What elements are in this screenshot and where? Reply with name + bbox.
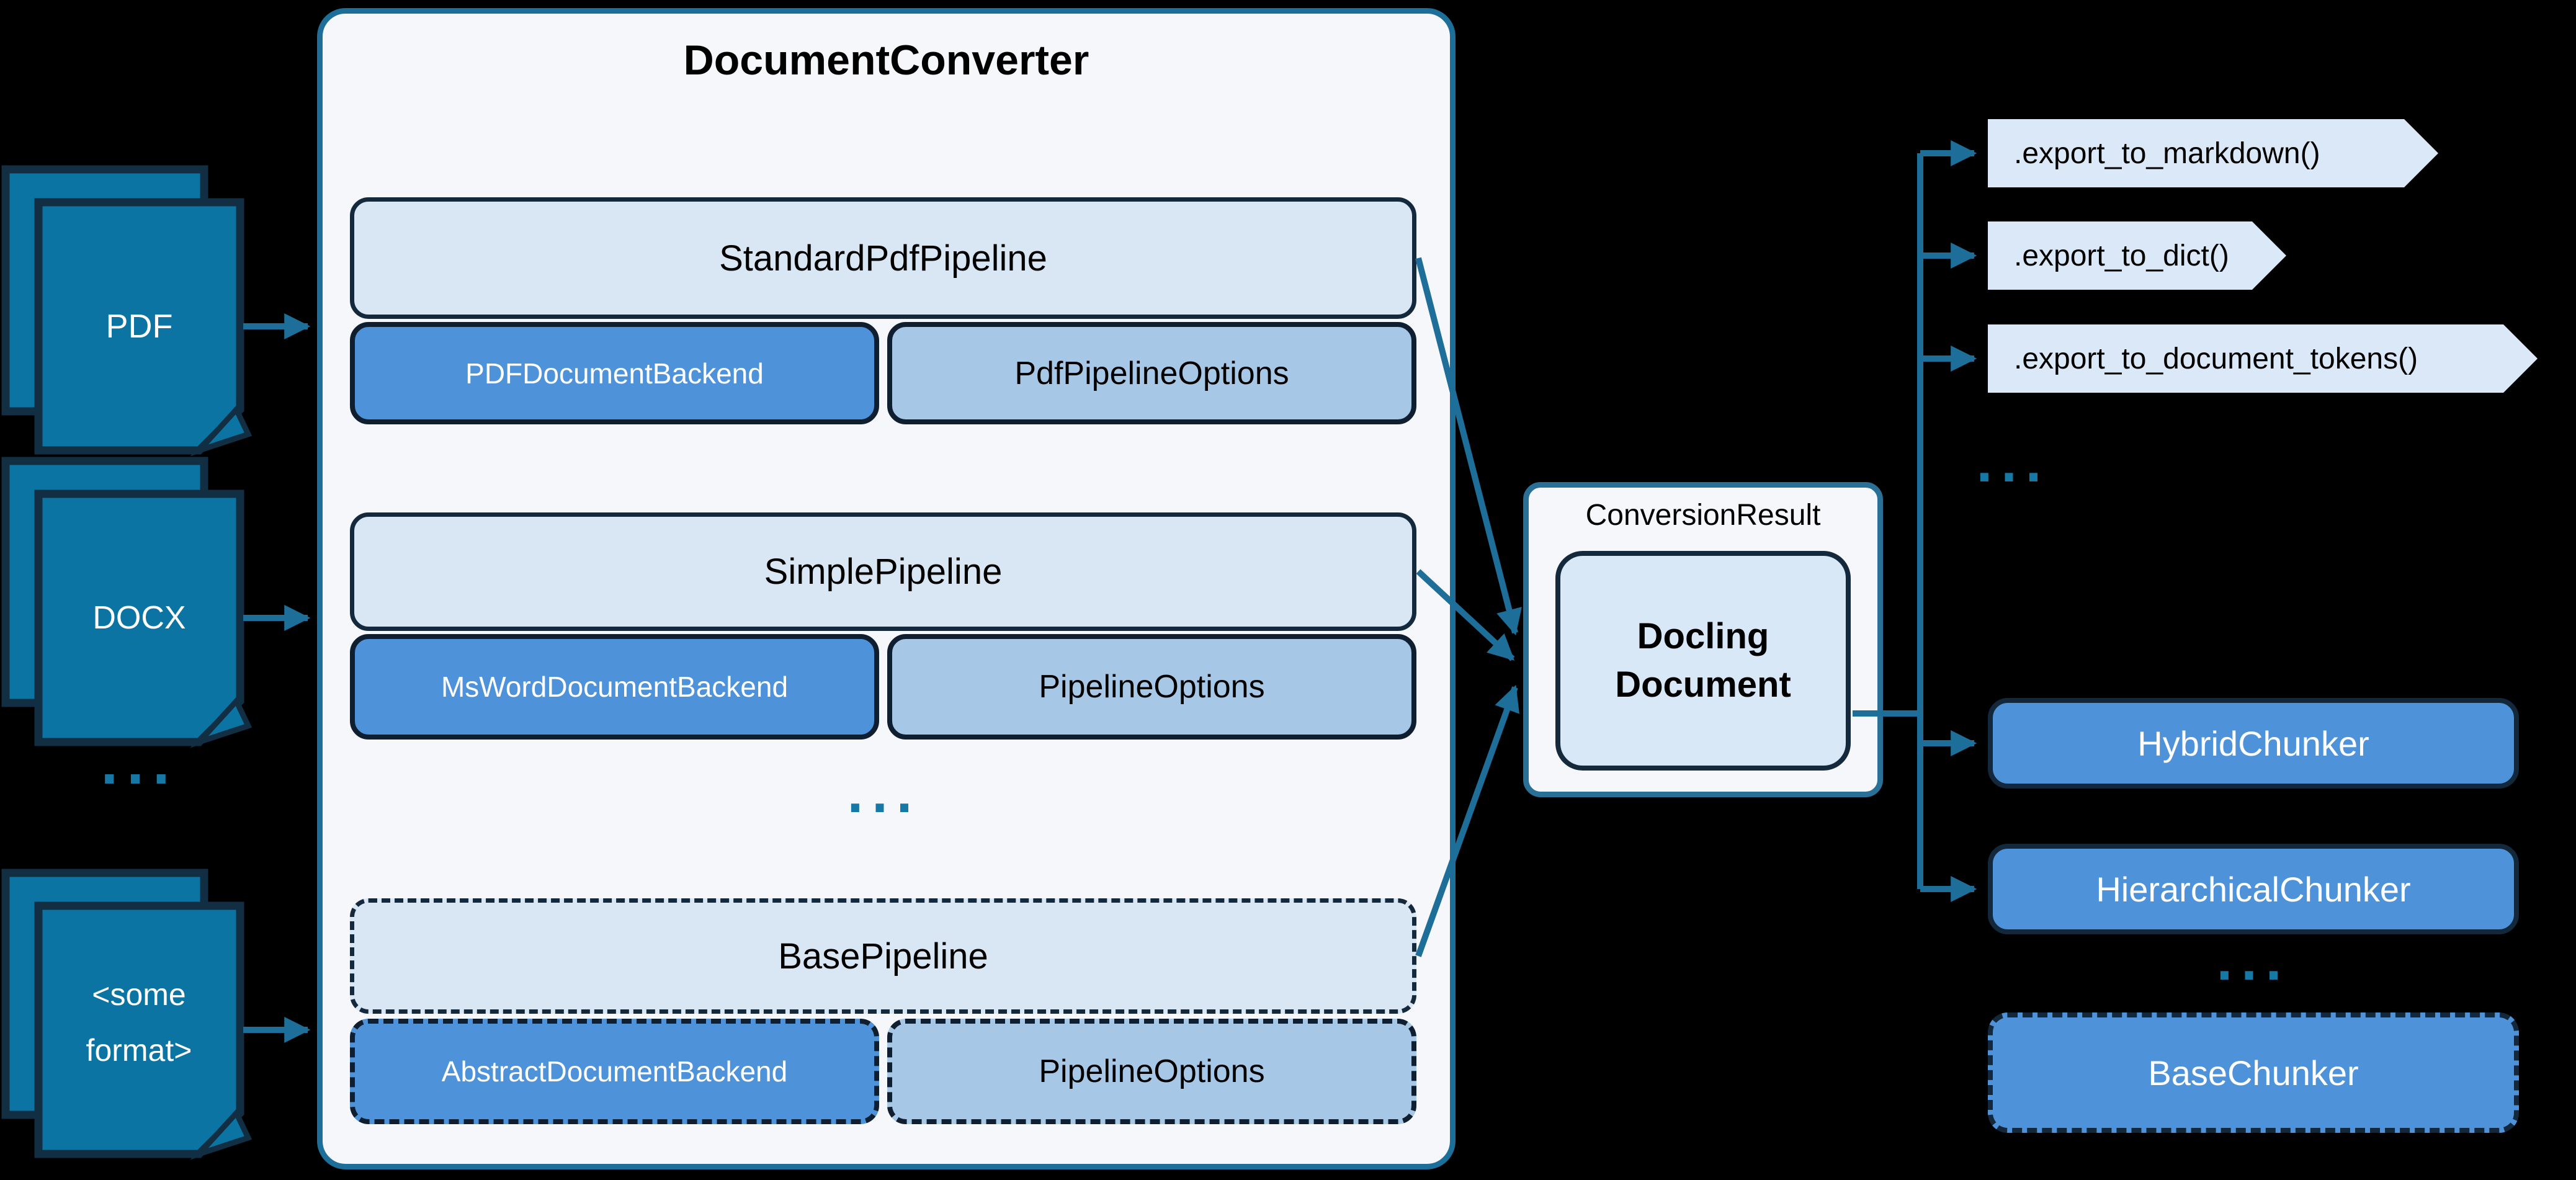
docx-icon-label: DOCX: [92, 600, 186, 636]
pdf-icon-label: PDF: [105, 308, 173, 345]
chunkers-ellipsis: ...: [2216, 929, 2291, 992]
document-converter-title: DocumentConverter: [683, 37, 1089, 84]
sources-ellipsis: ...: [101, 728, 179, 797]
standard-pdf-pipeline-box: StandardPdfPipeline: [350, 197, 1416, 319]
pipeline-options-box: PipelineOptions: [887, 634, 1416, 740]
pdf-document-backend-box: PDFDocumentBackend: [350, 322, 879, 424]
conversion-result-label: ConversionResult: [1585, 498, 1821, 532]
docling-document-box: Docling Document: [1555, 551, 1851, 771]
abstract-pipeline-options-box: PipelineOptions: [887, 1019, 1416, 1124]
export-to-markdown-chip: .export_to_markdown(): [1988, 119, 2438, 187]
hierarchical-chunker-box: HierarchicalChunker: [1988, 844, 2519, 934]
base-pipeline-box: BasePipeline: [350, 898, 1416, 1014]
export-to-dict-chip: .export_to_dict(): [1988, 221, 2286, 290]
msword-document-backend-box: MsWordDocumentBackend: [350, 634, 879, 740]
converter-ellipsis: ...: [847, 761, 921, 825]
exports-ellipsis: ...: [1976, 431, 2051, 494]
some-format-icon-label: <some format>: [86, 977, 192, 1068]
base-chunker-box: BaseChunker: [1988, 1012, 2519, 1133]
abstract-document-backend-box: AbstractDocumentBackend: [350, 1019, 879, 1124]
hybrid-chunker-box: HybridChunker: [1988, 698, 2519, 789]
docx-documents-icon: [1, 457, 253, 748]
simple-pipeline-box: SimplePipeline: [350, 512, 1416, 631]
export-to-document-tokens-chip: .export_to_document_tokens(): [1988, 324, 2538, 393]
some-format-documents-icon: [1, 869, 253, 1160]
pdf-pipeline-options-box: PdfPipelineOptions: [887, 322, 1416, 424]
pdf-documents-icon: [1, 165, 253, 457]
